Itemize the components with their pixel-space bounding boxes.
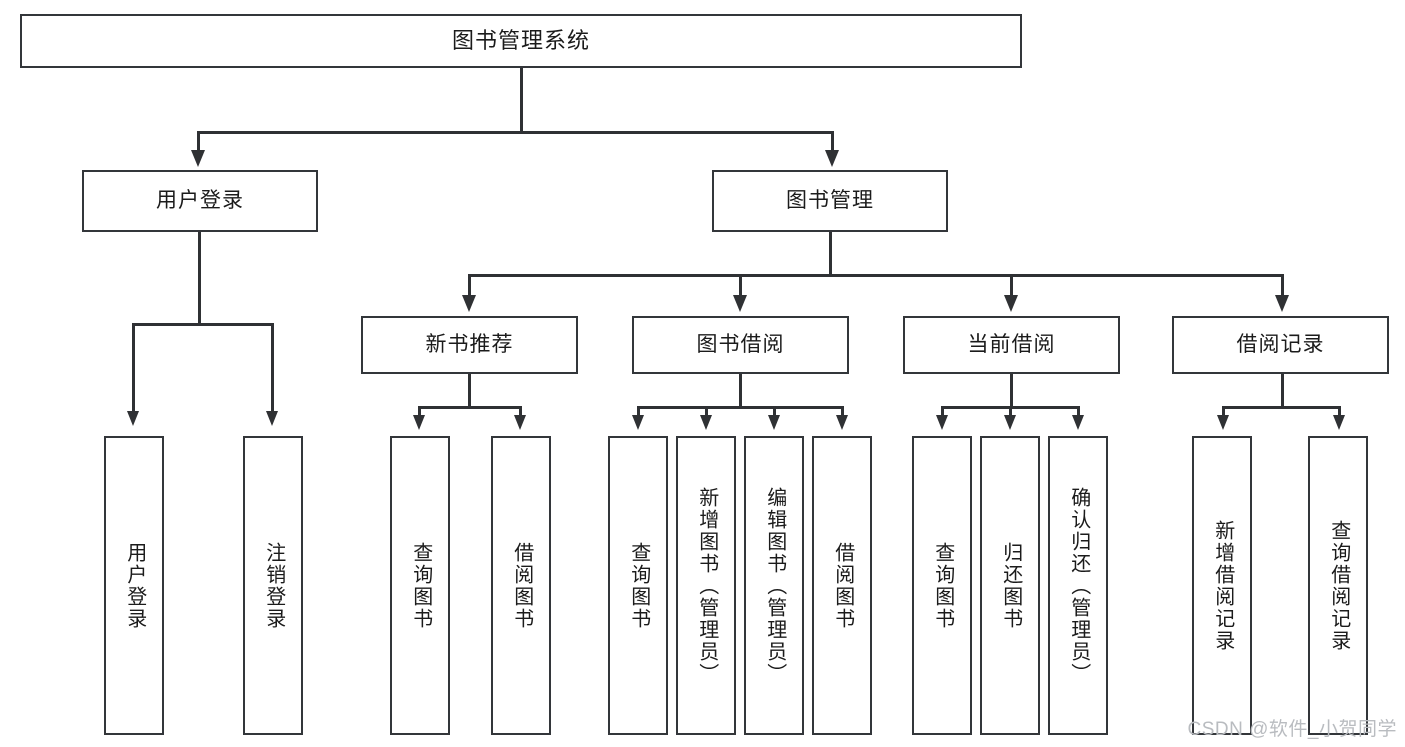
- arrow-to-leaf-query-record: [1333, 415, 1345, 430]
- node-borrow-record[interactable]: 借阅记录: [1172, 316, 1389, 374]
- leaf-query-borrow-record[interactable]: 查询借阅记录: [1308, 436, 1368, 735]
- node-label: 用户登录: [156, 189, 244, 213]
- arrow-to-current-borrow: [1004, 295, 1018, 312]
- connector-book-borrow-stem: [739, 374, 742, 406]
- leaf-label: 归还图书: [999, 541, 1022, 630]
- node-label: 新书推荐: [425, 333, 514, 357]
- leaf-label: 查询图书: [931, 541, 954, 630]
- leaf-add-book-admin[interactable]: 新增图书（管理员）: [676, 436, 736, 735]
- arrow-to-book-borrow: [733, 295, 747, 312]
- connector-user-login-bus: [132, 323, 273, 326]
- arrow-to-leaf-edit-book: [768, 415, 780, 430]
- connector-drop-cb-2: [1009, 406, 1012, 418]
- arrow-to-leaf-logout: [266, 411, 278, 426]
- arrow-to-user-login: [191, 150, 205, 167]
- node-label: 图书借阅: [696, 333, 785, 357]
- connector-user-login-stem: [198, 232, 201, 323]
- connector-drop-borrow-record: [1281, 274, 1284, 298]
- arrow-to-leaf-query-book-cb: [936, 415, 948, 430]
- leaf-label: 查询借阅记录: [1327, 519, 1350, 652]
- arrow-to-leaf-borrow-book-nbr: [514, 415, 526, 430]
- node-root-system[interactable]: 图书管理系统: [20, 14, 1022, 68]
- node-current-borrow[interactable]: 当前借阅: [903, 316, 1120, 374]
- connector-new-book-stem: [468, 374, 471, 406]
- connector-root-bus: [197, 131, 833, 134]
- arrow-to-leaf-query-book-bb: [632, 415, 644, 430]
- connector-book-manage-stem: [829, 232, 832, 274]
- arrow-to-leaf-confirm-return: [1072, 415, 1084, 430]
- leaf-borrow-book-new-recommend[interactable]: 借阅图书: [491, 436, 551, 735]
- leaf-add-borrow-record[interactable]: 新增借阅记录: [1192, 436, 1252, 735]
- leaf-label: 确认归还（管理员）: [1067, 486, 1090, 685]
- leaf-query-book-borrow[interactable]: 查询图书: [608, 436, 668, 735]
- arrow-to-book-manage: [825, 150, 839, 167]
- arrow-to-leaf-add-book: [700, 415, 712, 430]
- connector-drop-user-login-1: [132, 323, 135, 414]
- connector-drop-user-login: [197, 131, 200, 153]
- arrow-to-leaf-return-book: [1004, 415, 1016, 430]
- connector-borrow-record-bus: [1222, 406, 1339, 409]
- connector-new-book-bus: [418, 406, 521, 409]
- node-label: 当前借阅: [967, 333, 1056, 357]
- connector-drop-br-1: [1222, 406, 1225, 418]
- connector-drop-book-borrow: [739, 274, 742, 298]
- leaf-label: 新增借阅记录: [1211, 519, 1234, 652]
- leaf-label: 查询图书: [409, 541, 432, 630]
- connector-drop-bb-2: [705, 406, 708, 418]
- leaf-query-book-current[interactable]: 查询图书: [912, 436, 972, 735]
- connector-drop-nbr-2: [519, 406, 522, 418]
- node-label: 借阅记录: [1236, 333, 1325, 357]
- connector-level3-bus: [468, 274, 1282, 277]
- node-user-login[interactable]: 用户登录: [82, 170, 318, 232]
- leaf-label: 借阅图书: [510, 541, 533, 630]
- arrow-to-leaf-borrow-book-bb: [836, 415, 848, 430]
- connector-book-borrow-bus: [637, 406, 842, 409]
- arrow-to-leaf-user-login: [127, 411, 139, 426]
- node-label: 图书管理: [786, 189, 874, 213]
- leaf-edit-book-admin[interactable]: 编辑图书（管理员）: [744, 436, 804, 735]
- leaf-label: 编辑图书（管理员）: [763, 486, 786, 685]
- node-book-borrow[interactable]: 图书借阅: [632, 316, 849, 374]
- csdn-watermark: CSDN @软件_小贺同学: [1187, 719, 1397, 740]
- connector-drop-user-login-2: [271, 323, 274, 414]
- connector-drop-bb-4: [841, 406, 844, 418]
- connector-drop-cb-1: [941, 406, 944, 418]
- leaf-label: 借阅图书: [831, 541, 854, 630]
- arrow-to-new-book-recommend: [462, 295, 476, 312]
- leaf-label: 查询图书: [627, 541, 650, 630]
- connector-drop-bb-1: [637, 406, 640, 418]
- arrow-to-borrow-record: [1275, 295, 1289, 312]
- arrow-to-leaf-query-book-nbr: [413, 415, 425, 430]
- connector-drop-br-2: [1338, 406, 1341, 418]
- connector-borrow-record-stem: [1281, 374, 1284, 406]
- node-new-book-recommend[interactable]: 新书推荐: [361, 316, 578, 374]
- node-book-management[interactable]: 图书管理: [712, 170, 948, 232]
- leaf-confirm-return-admin[interactable]: 确认归还（管理员）: [1048, 436, 1108, 735]
- leaf-query-book-new-recommend[interactable]: 查询图书: [390, 436, 450, 735]
- connector-drop-bb-3: [773, 406, 776, 418]
- connector-drop-book-manage: [831, 131, 834, 153]
- connector-root-stem: [520, 68, 523, 131]
- leaf-label: 新增图书（管理员）: [695, 486, 718, 685]
- leaf-label: 注销登录: [262, 541, 285, 630]
- node-label: 图书管理系统: [451, 27, 590, 53]
- leaf-borrow-book[interactable]: 借阅图书: [812, 436, 872, 735]
- leaf-return-book[interactable]: 归还图书: [980, 436, 1040, 735]
- leaf-logout[interactable]: 注销登录: [243, 436, 303, 735]
- connector-drop-nbr-1: [418, 406, 421, 418]
- connector-current-borrow-stem: [1010, 374, 1013, 406]
- connector-drop-current-borrow: [1010, 274, 1013, 298]
- leaf-label: 用户登录: [123, 541, 146, 630]
- connector-drop-new-book: [468, 274, 471, 298]
- arrow-to-leaf-add-record: [1217, 415, 1229, 430]
- leaf-user-login[interactable]: 用户登录: [104, 436, 164, 735]
- connector-drop-cb-3: [1077, 406, 1080, 418]
